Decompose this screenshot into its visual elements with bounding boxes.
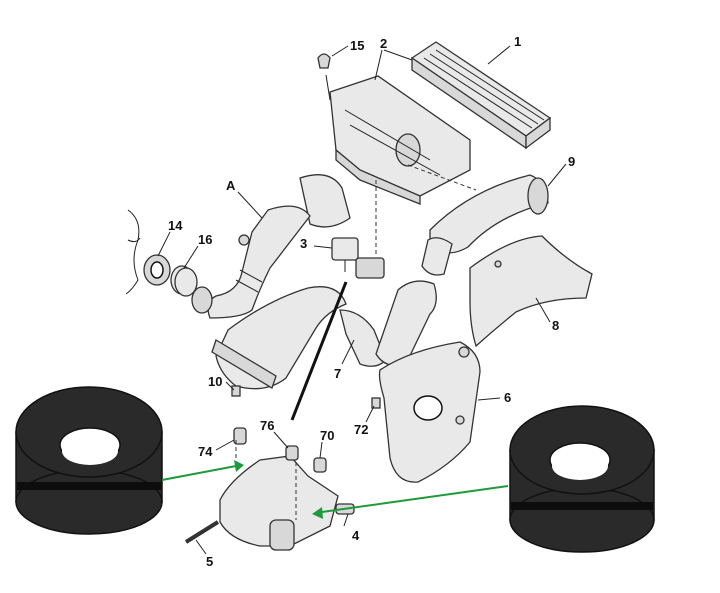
rubber-grommet-right — [509, 405, 655, 553]
bolt-part — [231, 385, 241, 397]
air-deflector-shield — [469, 235, 593, 348]
lower-duct — [211, 280, 437, 390]
part-label-72: 72 — [354, 422, 368, 437]
part-label-a: A — [226, 178, 236, 193]
part-label-5: 5 — [206, 554, 213, 569]
intake-duct-a — [191, 174, 351, 319]
part-label-74: 74 — [198, 444, 213, 459]
air-filter-housing — [325, 74, 471, 205]
reference-line — [290, 281, 348, 421]
leader-lines — [157, 45, 567, 555]
part-label-4: 4 — [352, 528, 360, 543]
alignment-line — [407, 164, 477, 191]
green-arrow-right — [312, 485, 509, 519]
sensor-part — [331, 237, 385, 279]
rubber-grommet-left — [15, 386, 163, 535]
upper-duct — [421, 174, 549, 276]
part-label-16: 16 — [198, 232, 212, 247]
part-label-15: 15 — [350, 38, 364, 53]
part-label-2: 2 — [380, 36, 387, 51]
part-label-1: 1 — [514, 34, 521, 49]
part-label-6: 6 — [504, 390, 511, 405]
lower-mount-bracket — [184, 427, 355, 551]
part-label-10: 10 — [208, 374, 222, 389]
part-label-3: 3 — [300, 236, 307, 251]
clamp-part — [170, 265, 198, 297]
part-label-76: 76 — [260, 418, 274, 433]
part-label-7: 7 — [334, 366, 341, 381]
air-filter-element — [410, 41, 552, 150]
bolt-part — [371, 397, 381, 409]
part-label-8: 8 — [552, 318, 559, 333]
part-label-9: 9 — [568, 154, 575, 169]
green-arrow-left — [161, 460, 244, 481]
seal-part — [143, 254, 171, 286]
mounting-bracket-plate — [378, 341, 481, 483]
part-label-70: 70 — [320, 428, 334, 443]
part-label-14: 14 — [168, 218, 183, 233]
clip-part — [317, 53, 331, 69]
